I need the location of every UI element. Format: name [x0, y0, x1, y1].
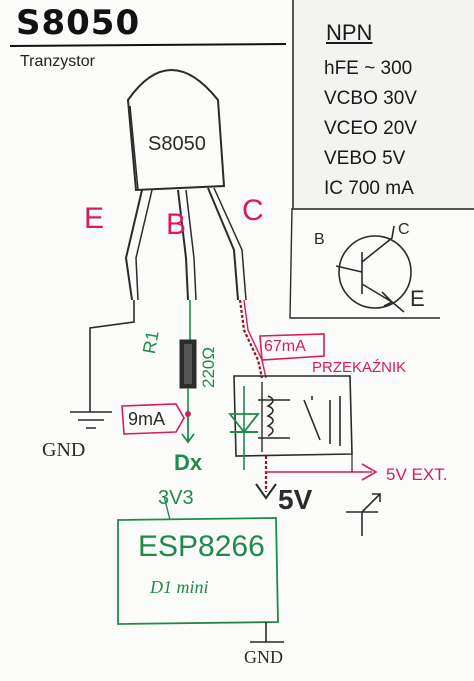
voltage-5v-label: 5V: [278, 484, 313, 515]
current-label-base: 9mA: [128, 409, 166, 429]
base-arrow: [181, 416, 195, 444]
symbol-label-b: B: [314, 231, 325, 248]
spec-type: NPN: [326, 20, 373, 45]
current-box-collector: [259, 333, 325, 361]
spec-line: VEBO 5V: [324, 148, 406, 169]
gnd-label-bottom: GND: [244, 647, 283, 667]
symbol-label-c: C: [398, 221, 410, 238]
esp-model-label: D1 mini: [150, 577, 209, 597]
gnd-label-left: GND: [42, 439, 86, 461]
spec-line: hFE ~ 300: [324, 58, 413, 79]
npn-symbol-lines: [335, 225, 405, 313]
leg-collector: [207, 187, 239, 301]
pin-label-emitter: E: [84, 202, 105, 235]
current-label-collector: 67mA: [264, 338, 306, 355]
npn-symbol-circle: [338, 235, 412, 309]
pin-dx-label: Dx: [174, 450, 203, 475]
esp-name-label: ESP8266: [138, 530, 265, 563]
spec-line: IC 700 mA: [324, 178, 414, 199]
esp-board: [117, 517, 279, 625]
spec-line: VCBO 30V: [324, 88, 417, 109]
diagram-title: S8050: [16, 3, 141, 43]
ext-5v-arrow: [361, 463, 378, 481]
supply-5v-arrow: [255, 483, 277, 500]
relay-coil: [266, 395, 274, 437]
symbol-label-e: E: [410, 286, 425, 311]
diagram-subtitle: Tranzystor: [20, 53, 95, 70]
spec-line: VCEO 20V: [324, 118, 417, 139]
transistor-body-label: S8050: [148, 133, 206, 155]
pin-label-base: B: [166, 208, 187, 241]
ground-symbol-left: [70, 411, 112, 429]
relay-switch: [303, 396, 341, 446]
spec-panel: NPN hFE ~ 300 VCBO 30V VCEO 20V VEBO 5V …: [292, 0, 474, 210]
voltage-5v-ext-label: 5V EXT.: [386, 465, 448, 484]
relay-box: [233, 375, 353, 457]
leg-base: [177, 189, 189, 301]
relay-label: PRZEKAŹNIK: [312, 359, 407, 376]
ground-symbol-right: [346, 511, 378, 536]
flyback-diode: [228, 413, 260, 434]
resistor-value: 220Ω: [199, 346, 218, 388]
transistor-package: [126, 69, 226, 192]
pin-label-collector: C: [242, 194, 264, 227]
resistor-name: R1: [139, 329, 163, 356]
current-box-base: [121, 403, 185, 435]
voltage-3v3-label: 3V3: [158, 487, 194, 509]
leg-emitter: [124, 189, 143, 301]
